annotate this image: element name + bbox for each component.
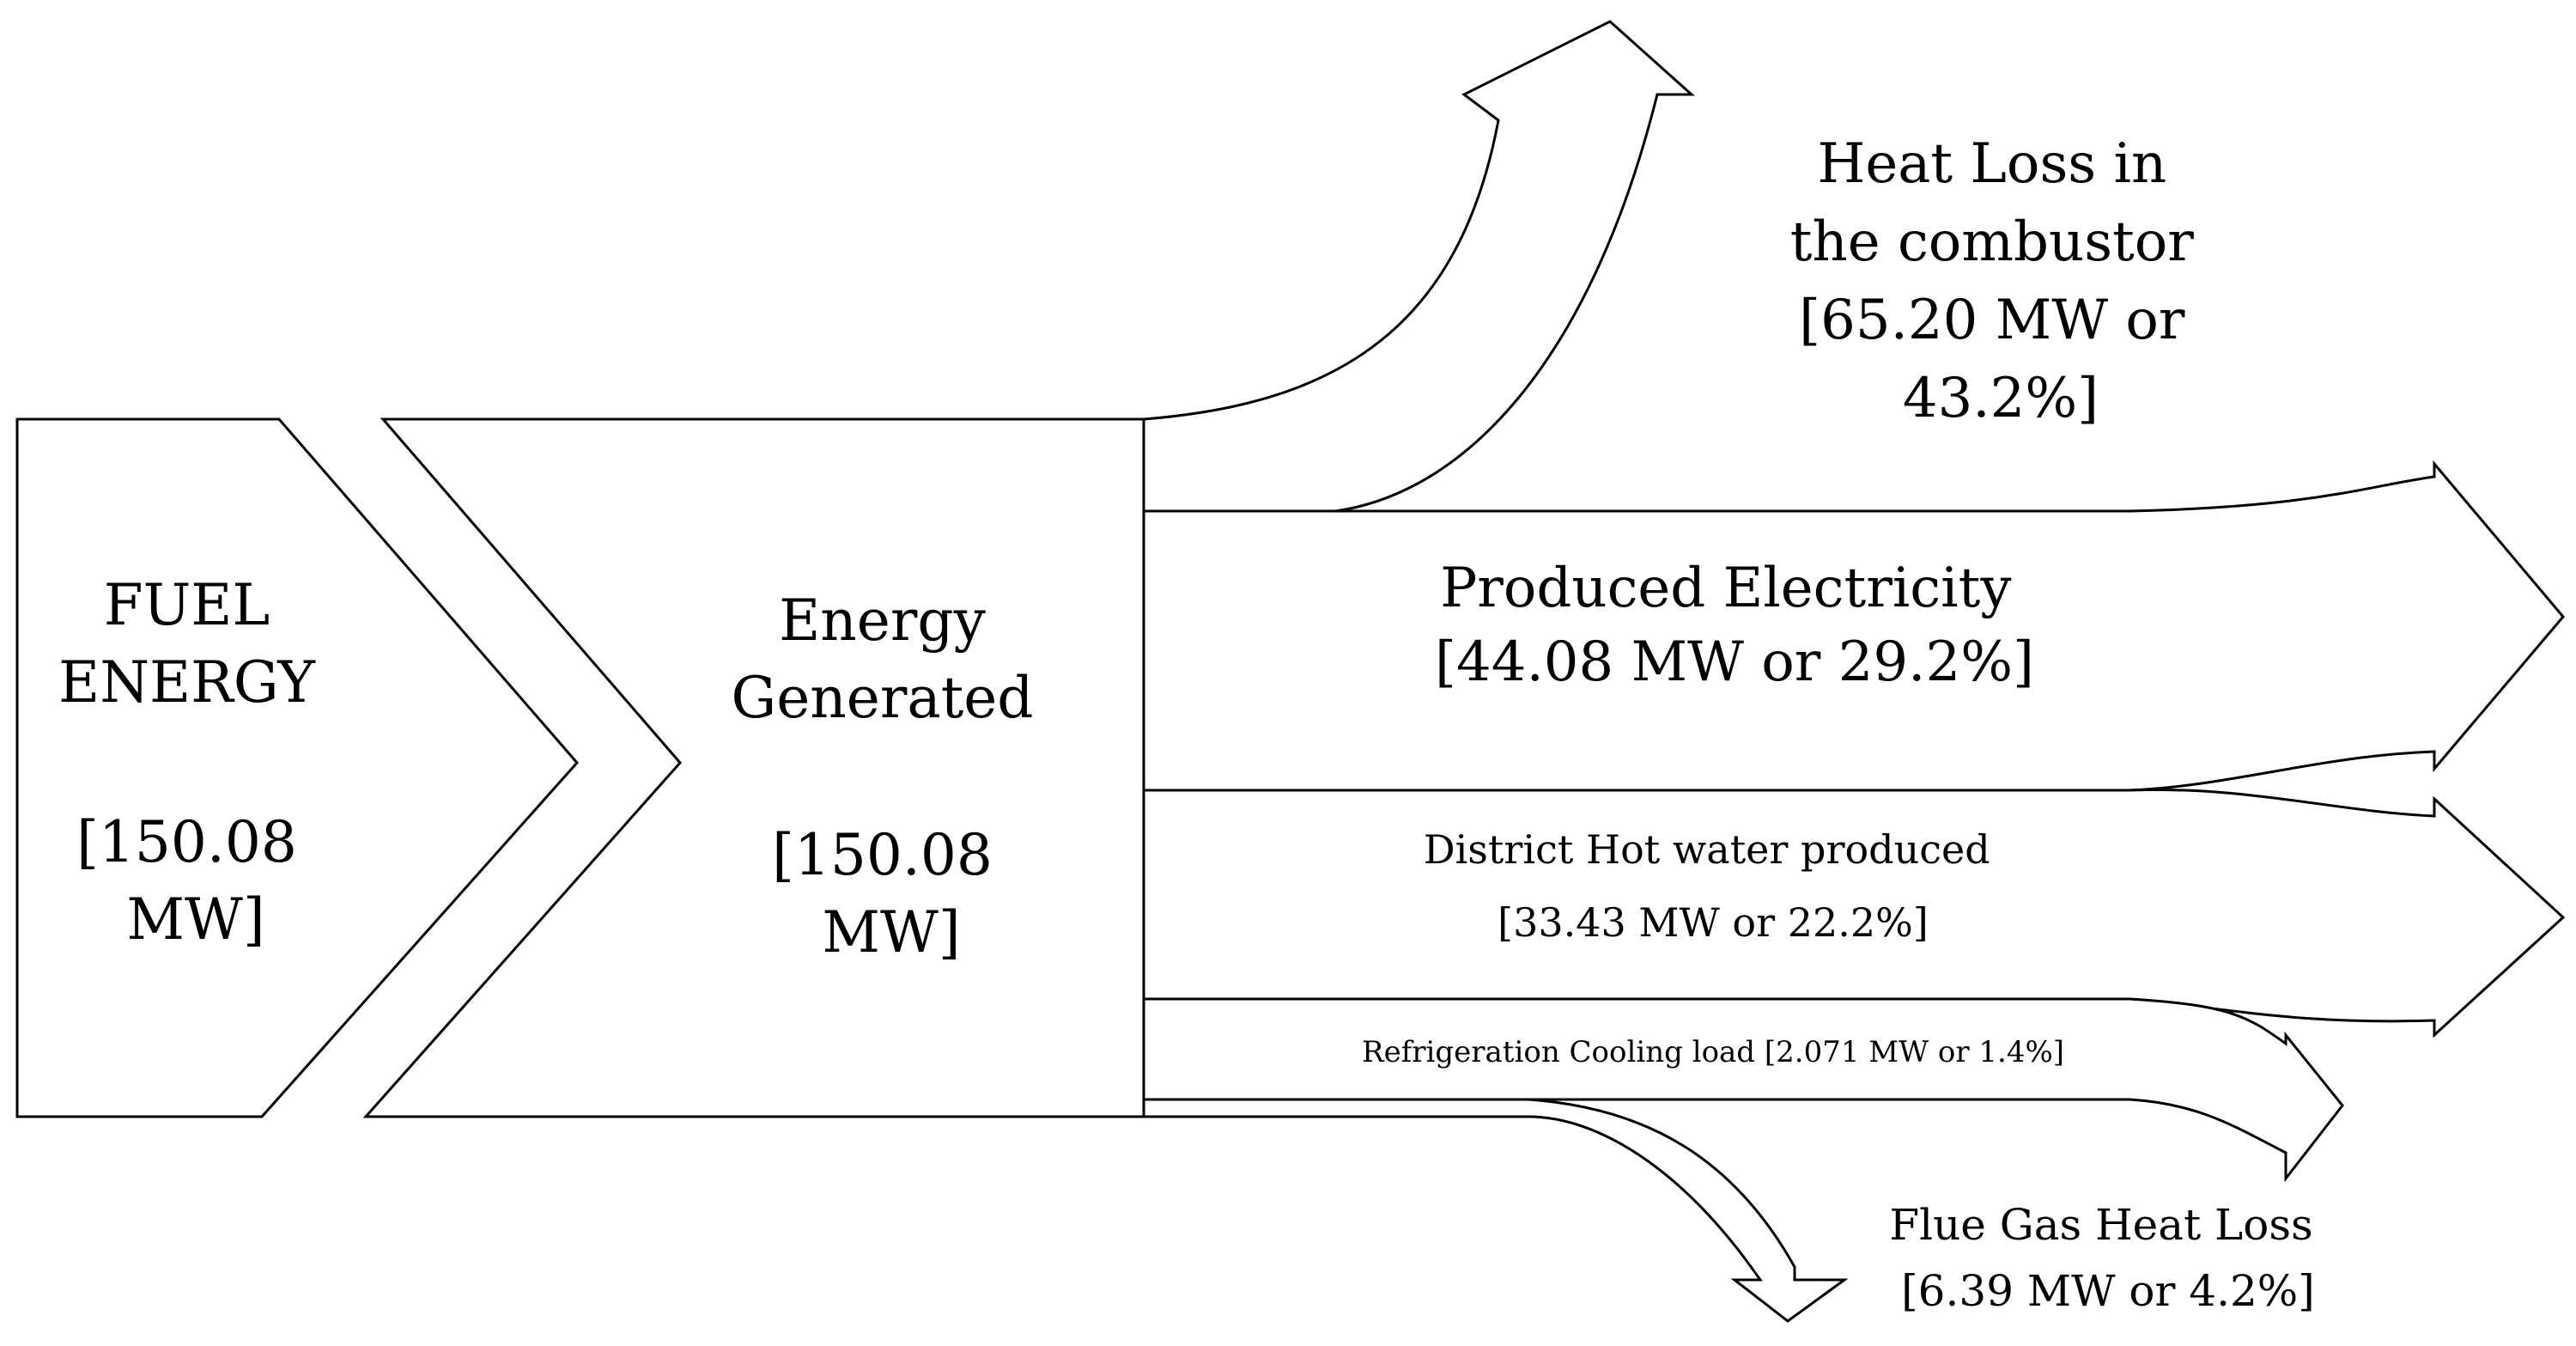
energy-generated-unit: MW] bbox=[822, 899, 960, 965]
heat-loss-line: the combustor bbox=[1790, 210, 2195, 274]
energy-generated-value: [150.08 bbox=[772, 822, 993, 888]
flue-gas-line: [6.39 MW or 4.2%] bbox=[1901, 1266, 2315, 1316]
heat-loss-line: 43.2%] bbox=[1903, 367, 2099, 430]
heat-loss-line: Heat Loss in bbox=[1818, 132, 2167, 196]
energy-generated-box bbox=[362, 417, 1145, 1118]
heat-loss-line: [65.20 MW or bbox=[1799, 289, 2185, 352]
flue-gas-line: Flue Gas Heat Loss bbox=[1889, 1200, 2312, 1250]
refrigeration-line: Refrigeration Cooling load [2.071 MW or … bbox=[1362, 1035, 2064, 1069]
fuel-energy-line: FUEL bbox=[104, 572, 270, 638]
energy-generated-line: Generated bbox=[731, 665, 1033, 731]
energy-generated-label: Energy Generated [150.08 MW] bbox=[731, 588, 1051, 965]
heat-loss-arrow bbox=[1142, 20, 1695, 513]
refrigeration-label: Refrigeration Cooling load [2.071 MW or … bbox=[1362, 1035, 2064, 1069]
electricity-line: Produced Electricity bbox=[1440, 557, 2011, 620]
fuel-energy-unit: MW] bbox=[126, 886, 264, 953]
hot-water-label: District Hot water produced [33.43 MW or… bbox=[1424, 826, 2003, 946]
energy-generated-line: Energy bbox=[779, 588, 987, 654]
electricity-arrow bbox=[1142, 460, 2565, 792]
heat-loss-label: Heat Loss in the combustor [65.20 MW or … bbox=[1790, 132, 2211, 430]
hot-water-line: District Hot water produced bbox=[1424, 826, 1990, 873]
fuel-energy-chevron bbox=[15, 417, 579, 1118]
fuel-energy-line: ENERGY bbox=[58, 649, 316, 716]
fuel-energy-label: FUEL ENERGY [150.08 MW] bbox=[58, 572, 333, 953]
hot-water-line: [33.43 MW or 22.2%] bbox=[1498, 899, 1929, 946]
electricity-label: Produced Electricity [44.08 MW or 29.2%] bbox=[1435, 557, 2034, 694]
flue-gas-arrow bbox=[1142, 1098, 1849, 1323]
electricity-line: [44.08 MW or 29.2%] bbox=[1435, 630, 2034, 694]
refrigeration-arrow bbox=[1142, 997, 2344, 1183]
fuel-energy-value: [150.08 bbox=[76, 809, 297, 875]
flue-gas-label: Flue Gas Heat Loss [6.39 MW or 4.2%] bbox=[1889, 1200, 2326, 1316]
